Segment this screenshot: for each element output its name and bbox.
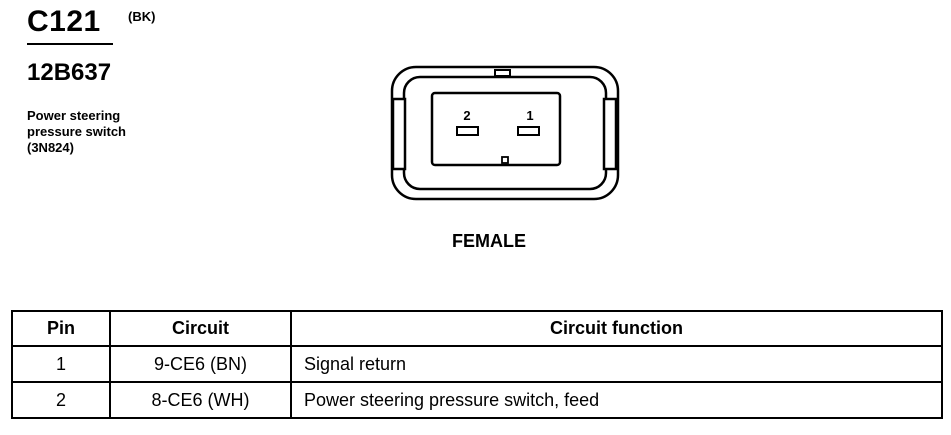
cavity-2-label: 2 — [463, 108, 470, 123]
cavity-key-notch — [501, 156, 509, 164]
connector-description: Power steering pressure switch (3N824) — [27, 108, 187, 156]
cavity-1-slot — [517, 126, 540, 136]
part-number: 12B637 — [27, 59, 112, 86]
table-row: 1 9-CE6 (BN) Signal return — [11, 345, 943, 383]
connector-top-key — [494, 69, 511, 77]
connector-left-latch — [391, 97, 407, 171]
function-cell: Power steering pressure switch, feed — [290, 381, 943, 419]
connector-outer-shell — [390, 65, 620, 201]
pinout-table: Pin Circuit Circuit function 1 9-CE6 (BN… — [11, 310, 943, 419]
connector-id: C121 — [27, 5, 101, 38]
header-circuit: Circuit — [109, 310, 292, 347]
description-line: Power steering — [27, 108, 121, 123]
cavity-1-label: 1 — [526, 108, 533, 123]
table-header-row: Pin Circuit Circuit function — [11, 310, 943, 347]
connector-gender-label: FEMALE — [452, 231, 526, 251]
cavity-housing — [430, 91, 562, 167]
connector-color-code: (BK) — [128, 9, 156, 24]
connector-right-latch — [602, 97, 618, 171]
cavity-2-slot — [456, 126, 479, 136]
header-pin: Pin — [11, 310, 111, 347]
pin-cell: 1 — [11, 345, 111, 383]
description-line: (3N824) — [27, 140, 74, 155]
circuit-cell: 8-CE6 (WH) — [109, 381, 292, 419]
header-circuit-function: Circuit function — [290, 310, 943, 347]
connector-id-underline — [27, 43, 113, 45]
connector-face-drawing: 2 1 — [390, 65, 620, 201]
circuit-cell: 9-CE6 (BN) — [109, 345, 292, 383]
table-row: 2 8-CE6 (WH) Power steering pressure swi… — [11, 381, 943, 419]
function-cell: Signal return — [290, 345, 943, 383]
pin-cell: 2 — [11, 381, 111, 419]
description-line: pressure switch — [27, 124, 126, 139]
